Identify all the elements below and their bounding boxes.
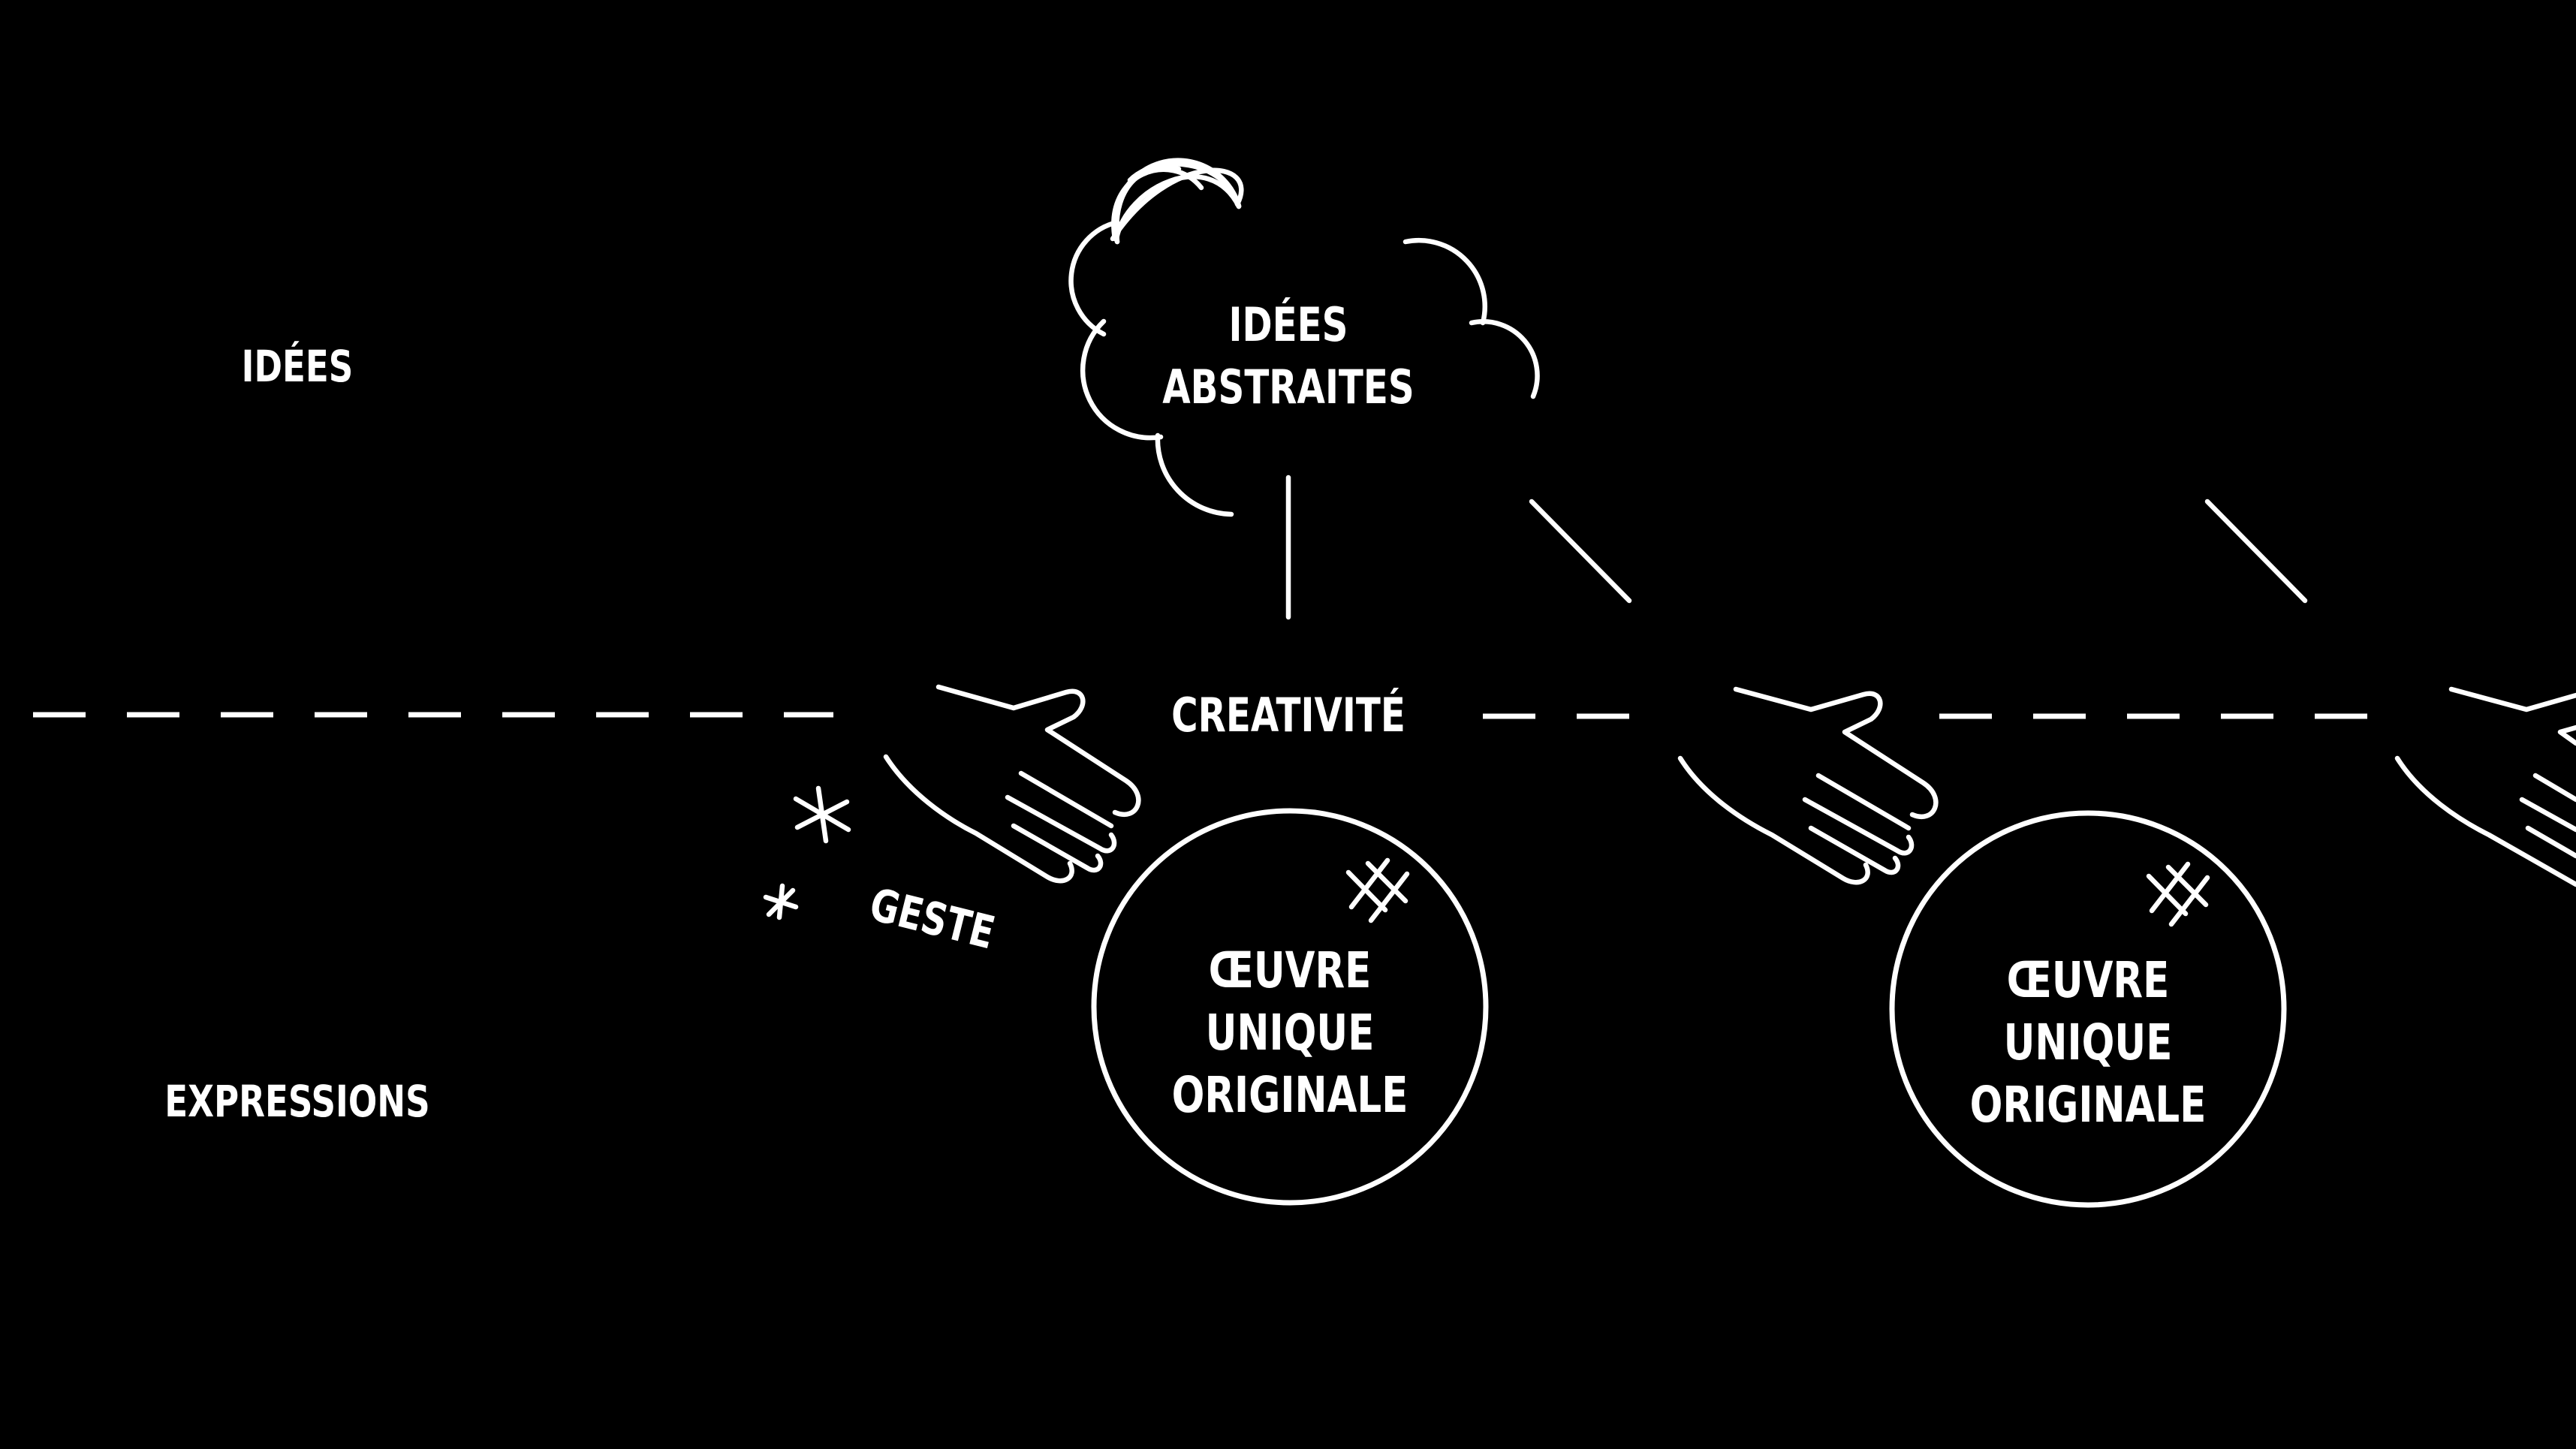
gesture-label: GESTE (865, 878, 1000, 959)
work-2-line-3: ORIGINALE (1970, 1076, 2207, 1134)
hand-icon-2 (1677, 686, 1939, 885)
work-1-line-3: ORIGINALE (1172, 1066, 1409, 1124)
expressions-label: EXPRESSIONS (164, 1077, 429, 1128)
cloud-text-line-1: IDÉES (1229, 297, 1348, 353)
work-1-line-2: UNIQUE (1206, 1004, 1375, 1062)
hashtag-icon-2 (2146, 861, 2210, 927)
cloud-outline (1068, 158, 1540, 517)
work-1-line-1: ŒUVRE (1209, 941, 1371, 999)
ideas-label: IDÉES (242, 341, 354, 392)
sparkle-icon (793, 785, 851, 844)
work-circle-1 (1091, 808, 1489, 1206)
cloud-connector-diagonal (1529, 499, 1632, 604)
sparkle-icon-small (763, 883, 799, 920)
work-circle-2 (1889, 810, 2287, 1208)
creativity-label: CREATIVITÉ (1171, 688, 1406, 743)
hand-icon (883, 684, 1141, 884)
far-connector-diagonal (2204, 499, 2308, 604)
hand-icon-3 (2394, 686, 2576, 887)
work-2-line-1: ŒUVRE (2007, 951, 2169, 1009)
hashtag-icon (1345, 857, 1410, 923)
work-2-line-2: UNIQUE (2004, 1014, 2173, 1071)
cloud-text-line-2: ABSTRAITES (1162, 360, 1414, 414)
